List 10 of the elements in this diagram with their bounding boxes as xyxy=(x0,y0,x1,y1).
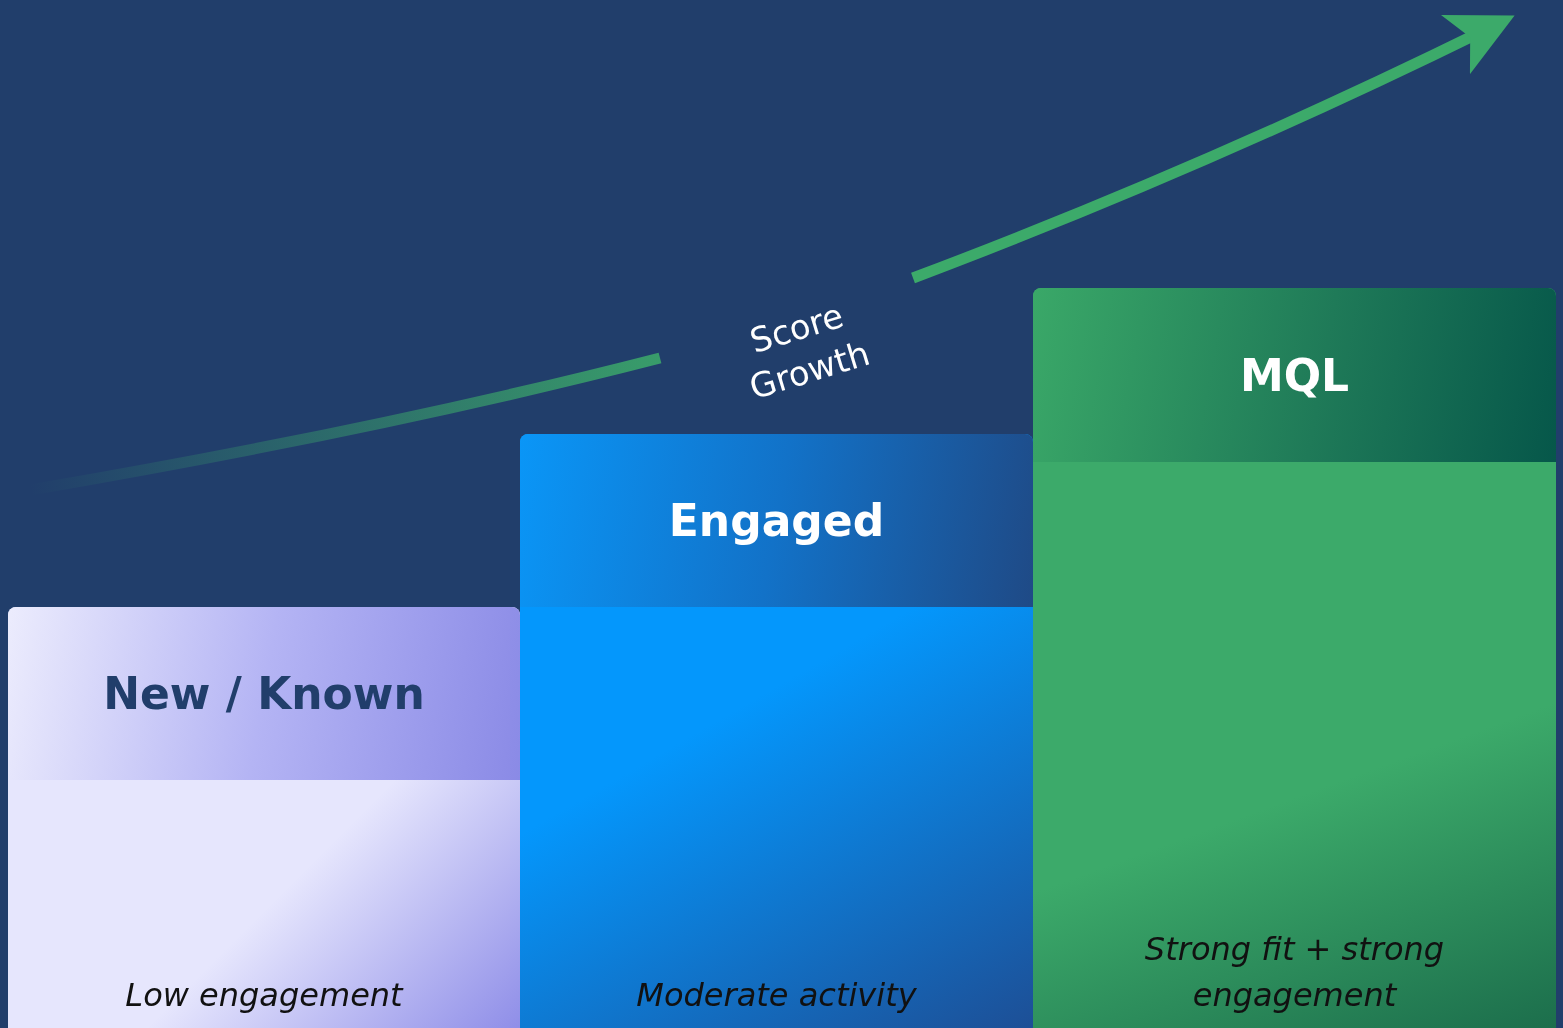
stage-bar xyxy=(8,607,520,1028)
stage-description: Low engagement xyxy=(124,975,405,1016)
stage-bar xyxy=(520,434,1033,1028)
stage-description: Moderate activity xyxy=(635,975,918,1016)
stage-description: Strong fit + strong engagement xyxy=(1143,929,1446,1016)
stage-title: MQL xyxy=(1239,349,1350,401)
arrow-label: Score Growth xyxy=(743,293,876,410)
stage-title: New / Known xyxy=(103,668,425,719)
stage-title: Engaged xyxy=(668,495,885,546)
stage-bar xyxy=(1033,288,1556,1028)
